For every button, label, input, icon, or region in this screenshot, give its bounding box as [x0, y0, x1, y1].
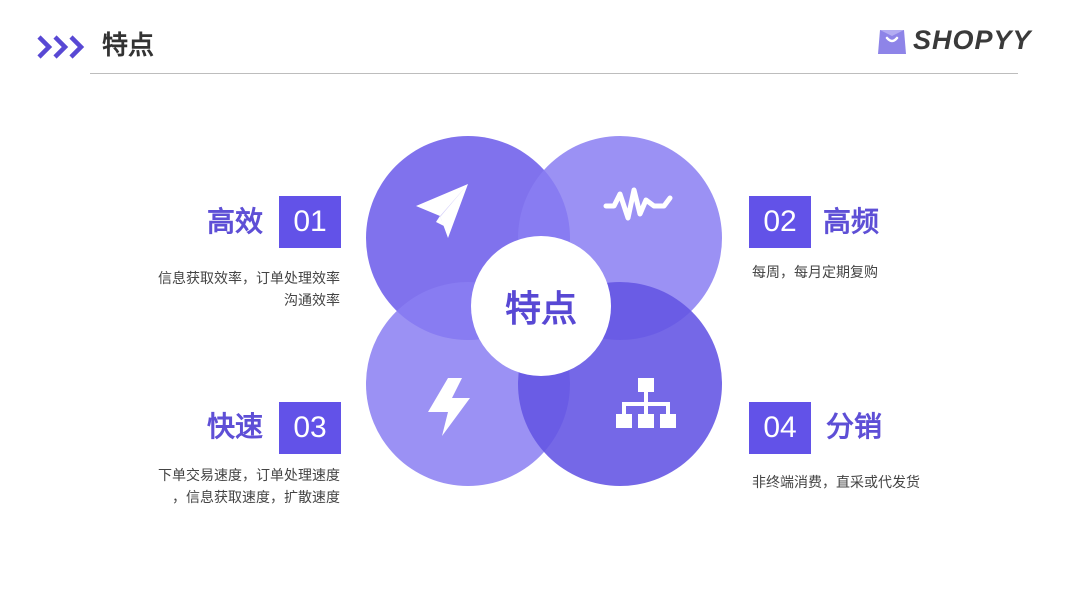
feature-title-4: 分销: [826, 410, 883, 443]
paper-plane-icon: [416, 184, 468, 238]
chevrons-icon: [37, 35, 85, 59]
center-label: 特点: [504, 289, 577, 330]
shopyy-logo: SHOPYY: [876, 23, 1032, 57]
pulse-wave-icon: [603, 187, 673, 221]
feature-number-3: 03: [279, 402, 341, 454]
feature-desc-3: 下单交易速度，订单处理速度 ，信息获取速度，扩散速度: [100, 465, 340, 509]
feature-desc-4-line-1: 非终端消费，直采或代发货: [752, 475, 920, 491]
feature-title-2: 高频: [823, 205, 880, 238]
feature-desc-2-line-1: 每周，每月定期复购: [752, 265, 878, 281]
feature-number-2: 02: [749, 196, 811, 248]
feature-title-1: 高效: [207, 205, 264, 238]
page-title: 特点: [102, 31, 155, 61]
feature-title-3: 快速: [207, 410, 264, 443]
feature-number-1: 01: [279, 196, 341, 248]
feature-desc-1: 信息获取效率，订单处理效率 沟通效率: [100, 268, 340, 312]
feature-desc-1-line-2: 沟通效率: [284, 293, 340, 309]
feature-desc-2: 每周，每月定期复购: [752, 262, 1012, 284]
feature-desc-3-line-1: 下单交易速度，订单处理速度: [158, 468, 340, 484]
hierarchy-icon: [616, 378, 676, 428]
feature-number-4: 04: [749, 402, 811, 454]
feature-desc-3-line-2: ，信息获取速度，扩散速度: [172, 490, 340, 506]
shopping-bag-icon: [878, 30, 906, 54]
feature-desc-4: 非终端消费，直采或代发货: [752, 472, 1012, 494]
lightning-icon: [428, 378, 470, 436]
center-circle: [471, 236, 611, 376]
feature-desc-1-line-1: 信息获取效率，订单处理效率: [158, 271, 340, 287]
logo-text: SHOPYY: [913, 24, 1032, 55]
header-divider: [90, 73, 1018, 74]
